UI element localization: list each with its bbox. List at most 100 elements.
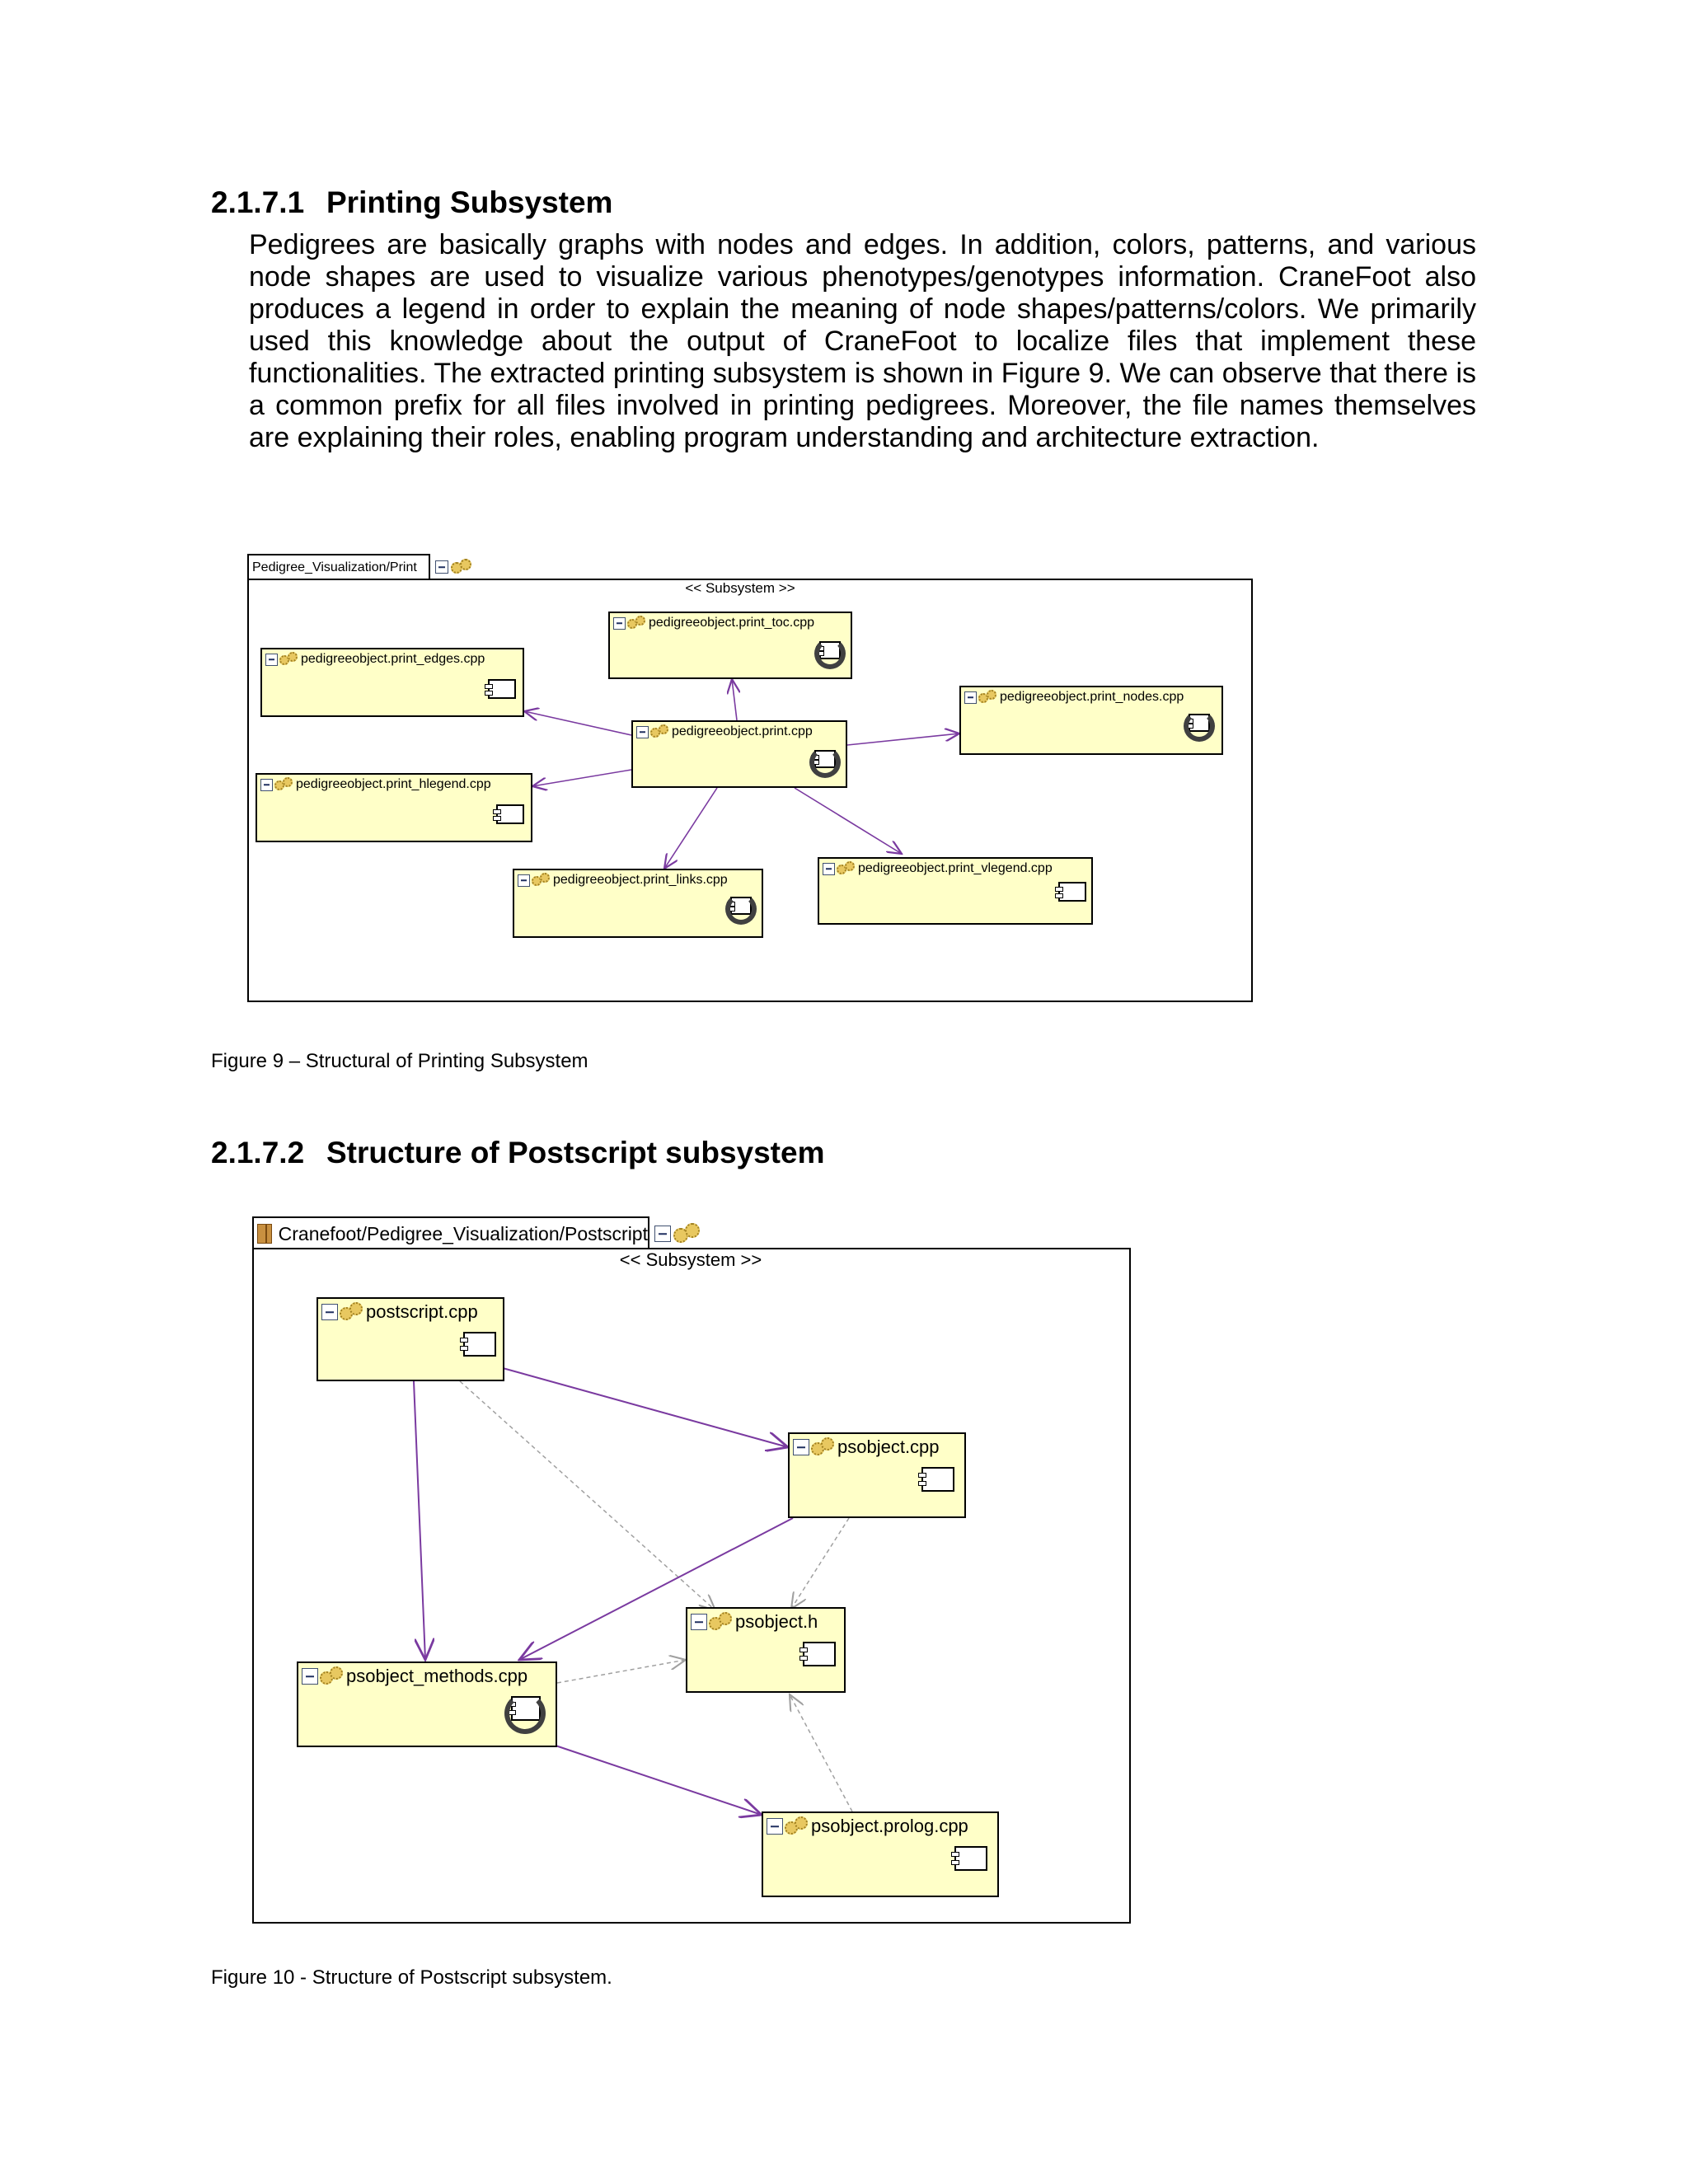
component-icon (799, 1642, 836, 1666)
node-print-edges[interactable]: pedigreeobject.print_edges.cpp (260, 648, 524, 717)
edge-methods-to-prolog (555, 1745, 762, 1815)
section-number: 2.1.7.2 (211, 1136, 305, 1169)
gears-icon (340, 1302, 364, 1322)
edge-prolog-to-psobject-h (790, 1694, 853, 1812)
node-psobject-prolog[interactable]: psobject.prolog.cpp (762, 1811, 999, 1897)
edge-print-to-links (664, 787, 718, 869)
component-icon (485, 679, 516, 699)
gears-icon (978, 690, 998, 705)
collapse-icon (321, 1304, 338, 1320)
node-print[interactable]: pedigreeobject.print.cpp (631, 720, 847, 788)
gears-icon (274, 777, 294, 792)
collapse-icon (613, 616, 626, 630)
node-label: pedigreeobject.print_nodes.cpp (1000, 690, 1184, 704)
recursion-icon (725, 893, 757, 925)
node-label: psobject_methods.cpp (346, 1666, 528, 1686)
section-heading-postscript: 2.1.7.2 Structure of Postscript subsystem (211, 1136, 824, 1170)
section-number: 2.1.7.1 (211, 185, 305, 219)
collapse-icon (691, 1614, 707, 1630)
collapse-icon (518, 874, 530, 887)
edge-psobject-to-methods (519, 1517, 794, 1660)
figure-9-diagram: Pedigree_Visualization/Print << Subsyste… (247, 554, 1253, 1002)
node-label: pedigreeobject.print_edges.cpp (301, 652, 485, 666)
edge-postscript-to-methods (413, 1380, 425, 1660)
gears-icon (837, 861, 856, 876)
collapse-icon (654, 1226, 671, 1242)
recursion-icon (809, 747, 841, 778)
node-print-nodes[interactable]: pedigreeobject.print_nodes.cpp (959, 686, 1223, 755)
node-psobject-h[interactable]: psobject.h (686, 1607, 846, 1693)
gears-icon (785, 1816, 809, 1836)
dependency-edges (413, 1367, 853, 1925)
subsystem-stereotype: << Subsystem >> (619, 1249, 762, 1270)
gears-icon (811, 1437, 836, 1457)
recursion-icon (814, 638, 846, 669)
body-paragraph: Pedigrees are basically graphs with node… (249, 229, 1476, 453)
recursion-icon (504, 1693, 546, 1734)
gears-icon (279, 652, 299, 667)
node-print-links[interactable]: pedigreeobject.print_links.cpp (513, 869, 763, 938)
gears-icon (650, 724, 670, 739)
edge-postscript-to-psobject (502, 1367, 788, 1447)
node-label: pedigreeobject.print_hlegend.cpp (296, 777, 491, 791)
node-postscript[interactable]: postscript.cpp (316, 1297, 504, 1381)
node-label: psobject.prolog.cpp (811, 1816, 968, 1836)
component-icon (918, 1467, 954, 1492)
node-label: pedigreeobject.print_links.cpp (553, 873, 728, 887)
figure-9-caption: Figure 9 – Structural of Printing Subsys… (211, 1050, 588, 1072)
component-icon (1055, 882, 1086, 902)
gears-icon (320, 1666, 345, 1686)
package-tab: Cranefoot/Pedigree_Visualization/Postscr… (252, 1216, 649, 1249)
node-label: pedigreeobject.print.cpp (672, 724, 813, 738)
edge-print-to-nodes (846, 733, 959, 746)
edge-print-to-vlegend (794, 787, 902, 854)
gears-icon (673, 1223, 701, 1244)
section-title: Structure of Postscript subsystem (326, 1136, 825, 1169)
package-tab-label: Cranefoot/Pedigree_Visualization/Postscr… (278, 1222, 648, 1244)
figure-10-diagram: Cranefoot/Pedigree_Visualization/Postscr… (251, 1216, 1132, 1925)
collapse-icon (302, 1668, 318, 1685)
component-icon (951, 1846, 987, 1871)
collapse-icon (435, 560, 448, 574)
collapse-icon (767, 1818, 783, 1835)
collapse-icon (793, 1439, 809, 1455)
node-label: pedigreeobject.print_vlegend.cpp (858, 861, 1053, 875)
collapse-icon (964, 691, 977, 704)
package-tab: Pedigree_Visualization/Print (247, 554, 430, 580)
node-label: postscript.cpp (366, 1301, 478, 1322)
collapse-icon (823, 862, 835, 875)
edge-methods-to-psobject-h (556, 1660, 686, 1684)
node-print-vlegend[interactable]: pedigreeobject.print_vlegend.cpp (818, 857, 1093, 925)
gears-icon (532, 873, 551, 888)
node-psobject-methods[interactable]: psobject_methods.cpp (297, 1661, 557, 1747)
package-tab-label: Pedigree_Visualization/Print (252, 560, 417, 574)
dependency-edges (247, 554, 1253, 1001)
figure-10-caption: Figure 10 - Structure of Postscript subs… (211, 1966, 612, 1989)
package-toolbar (654, 1223, 701, 1244)
collapse-icon (636, 725, 649, 738)
edge-postscript-to-psobject-h (459, 1380, 715, 1610)
section-title: Printing Subsystem (326, 185, 613, 219)
gears-icon (709, 1612, 734, 1632)
subsystem-stereotype: << Subsystem >> (685, 580, 795, 596)
package-icon (257, 1224, 272, 1244)
collapse-icon (265, 653, 278, 666)
section-heading-printing: 2.1.7.1 Printing Subsystem (211, 185, 612, 220)
package-toolbar (435, 559, 472, 575)
edge-psobject-to-psobject-h (791, 1517, 850, 1609)
recursion-icon (1184, 710, 1215, 742)
node-label: pedigreeobject.print_toc.cpp (649, 616, 815, 630)
edge-print-to-toc (732, 679, 737, 721)
node-print-toc[interactable]: pedigreeobject.print_toc.cpp (608, 612, 852, 679)
collapse-icon (260, 778, 273, 791)
gears-icon (451, 559, 472, 575)
component-icon (493, 804, 524, 824)
node-print-hlegend[interactable]: pedigreeobject.print_hlegend.cpp (256, 773, 532, 842)
gears-icon (627, 616, 647, 630)
node-label: psobject.cpp (837, 1436, 940, 1457)
node-label: psobject.h (735, 1611, 818, 1632)
edge-print-to-hlegend (532, 769, 632, 786)
node-psobject[interactable]: psobject.cpp (788, 1432, 966, 1518)
component-icon (460, 1332, 496, 1357)
edge-print-to-edges (524, 711, 632, 736)
